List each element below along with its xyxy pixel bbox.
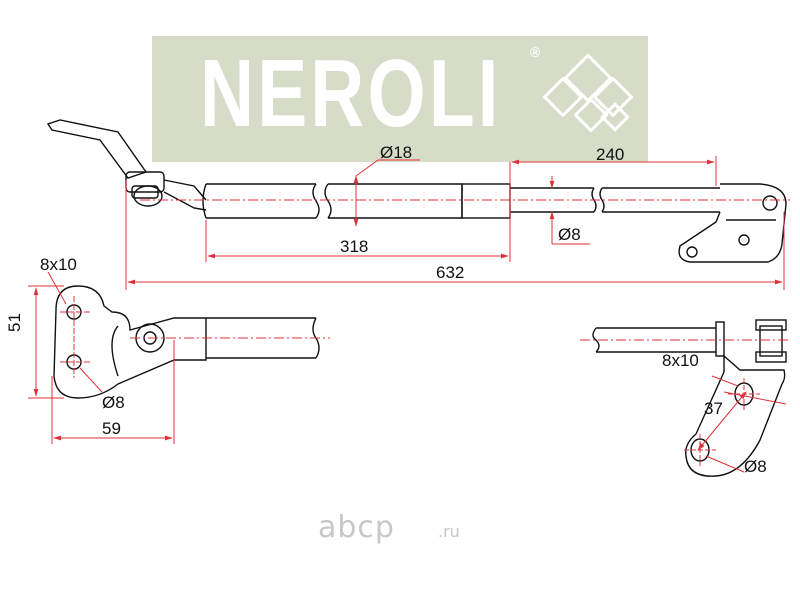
right-detail-dimensions	[580, 339, 790, 473]
right-spacing-label: 37	[704, 399, 723, 418]
total-length-label: 632	[436, 263, 465, 282]
logo-diamond-icon	[542, 53, 634, 133]
brand-logo-background	[152, 36, 648, 162]
brand-logo: NEROLI	[200, 40, 502, 147]
site-watermark: abcp	[318, 510, 395, 545]
piston-diameter-label: Ø8	[558, 225, 581, 244]
body-length-label: 318	[340, 237, 369, 256]
gas-spring-main	[46, 119, 787, 263]
right-hole-diameter-label: Ø8	[744, 457, 767, 476]
right-slot-label: 8x10	[662, 351, 699, 370]
left-hole-diameter-label: Ø8	[102, 393, 125, 412]
rod-diameter-label: Ø18	[380, 143, 413, 162]
left-width-label: 59	[102, 419, 121, 438]
registered-mark: ®	[530, 44, 541, 60]
site-watermark-suffix: .ru	[438, 522, 460, 541]
left-detail-dimensions	[28, 271, 330, 444]
left-slot-label: 8x10	[40, 255, 77, 274]
extension-length-label: 240	[596, 145, 625, 164]
main-dimension-lines	[125, 156, 790, 290]
left-height-label: 51	[5, 313, 24, 332]
left-bracket-detail	[53, 285, 320, 399]
